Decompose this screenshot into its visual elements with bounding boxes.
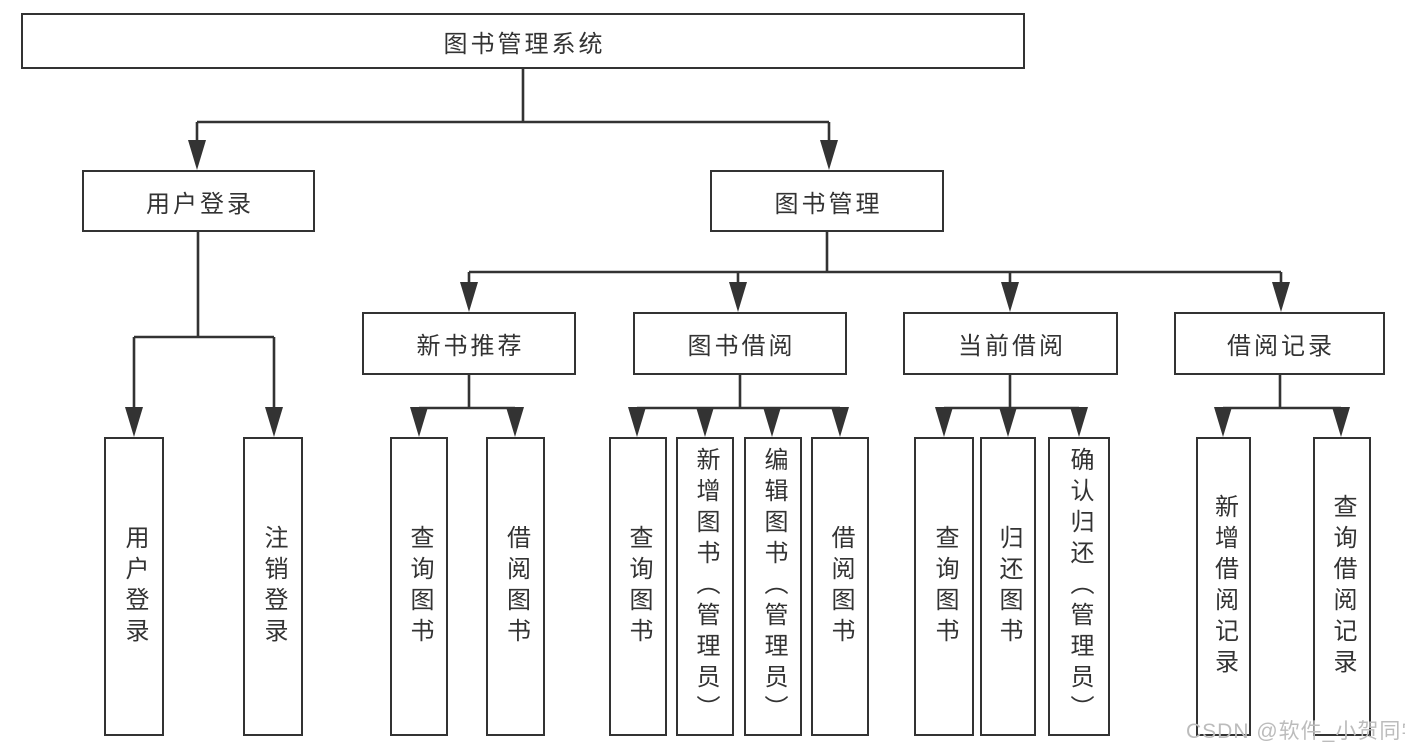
arrowhead — [1070, 407, 1088, 437]
leaf-borrow-edit-books-admin: 编辑图书（管理员） — [744, 437, 802, 736]
node-label: 新增图书（管理员） — [692, 447, 719, 726]
arrowhead — [696, 407, 714, 437]
node-label: 借阅图书 — [502, 524, 530, 649]
branch-user-login — [132, 230, 276, 414]
node-label: 借阅图书 — [827, 524, 854, 649]
leaf-borrow-add-books-admin: 新增图书（管理员） — [676, 437, 734, 736]
node-label: 借阅记录 — [1227, 333, 1335, 360]
arrowhead — [506, 407, 524, 437]
node-library-system: 图书管理系统 — [21, 13, 1025, 69]
leaf-borrow-borrow-books: 借阅图书 — [811, 437, 869, 736]
arrowhead — [1214, 407, 1232, 437]
arrowhead — [1001, 282, 1019, 312]
node-label: 新书推荐 — [416, 333, 525, 360]
node-label: 图书管理 — [774, 190, 883, 218]
node-label: 查询图书 — [931, 524, 958, 649]
leaf-current-return-books: 归还图书 — [980, 437, 1036, 736]
arrowhead — [763, 407, 781, 437]
arrowhead — [1272, 282, 1290, 312]
node-label: 查询借阅记录 — [1329, 493, 1356, 680]
node-label: 图书借阅 — [687, 333, 796, 360]
leaf-recommend-borrow-books: 借阅图书 — [486, 437, 545, 736]
leaf-records-query-record: 查询借阅记录 — [1313, 437, 1371, 736]
branch-borrow-records — [1221, 373, 1343, 414]
leaf-logout: 注销登录 — [243, 437, 303, 736]
arrowhead — [999, 407, 1017, 437]
arrowhead — [729, 282, 747, 312]
arrowhead — [628, 407, 646, 437]
leaf-current-confirm-return-admin: 确认归还（管理员） — [1048, 437, 1110, 736]
node-label: 注销登录 — [260, 524, 287, 649]
leaf-recommend-query-books: 查询图书 — [390, 437, 448, 736]
node-label: 确认归还（管理员） — [1066, 447, 1093, 726]
arrowhead — [460, 282, 478, 312]
node-book-management: 图书管理 — [710, 170, 944, 232]
node-label: 用户登录 — [121, 524, 148, 649]
node-label: 新增借阅记录 — [1210, 493, 1238, 680]
node-borrow-records: 借阅记录 — [1174, 312, 1385, 375]
node-label: 归还图书 — [995, 524, 1022, 649]
csdn-watermark: CSDN @软件_小贺同学 — [1186, 720, 1405, 743]
arrowhead — [125, 407, 143, 437]
node-label: 编辑图书（管理员） — [760, 447, 787, 726]
node-user-login: 用户登录 — [82, 170, 315, 232]
leaf-user-login: 用户登录 — [104, 437, 164, 736]
branch-root — [195, 68, 831, 150]
node-label: 当前借阅 — [958, 333, 1066, 360]
arrowhead — [410, 407, 428, 437]
node-label: 查询图书 — [625, 524, 652, 649]
branch-book-borrow — [635, 373, 842, 414]
leaf-borrow-query-books: 查询图书 — [609, 437, 667, 736]
node-new-book-recommend: 新书推荐 — [362, 312, 576, 375]
node-label: 图书管理系统 — [443, 30, 606, 58]
arrowhead — [188, 140, 206, 170]
node-book-borrow: 图书借阅 — [633, 312, 847, 375]
node-current-borrow: 当前借阅 — [903, 312, 1118, 375]
node-label: 用户登录 — [146, 190, 254, 218]
arrowhead — [265, 407, 283, 437]
arrowhead — [831, 407, 849, 437]
branch-new-book-recommend — [417, 373, 517, 414]
arrowhead — [820, 140, 838, 170]
arrowhead — [935, 407, 953, 437]
leaf-records-add-record: 新增借阅记录 — [1196, 437, 1251, 736]
node-label: 查询图书 — [406, 524, 433, 649]
branch-book-management — [467, 230, 1283, 290]
arrowhead — [1332, 407, 1350, 437]
leaf-current-query-books: 查询图书 — [914, 437, 974, 736]
